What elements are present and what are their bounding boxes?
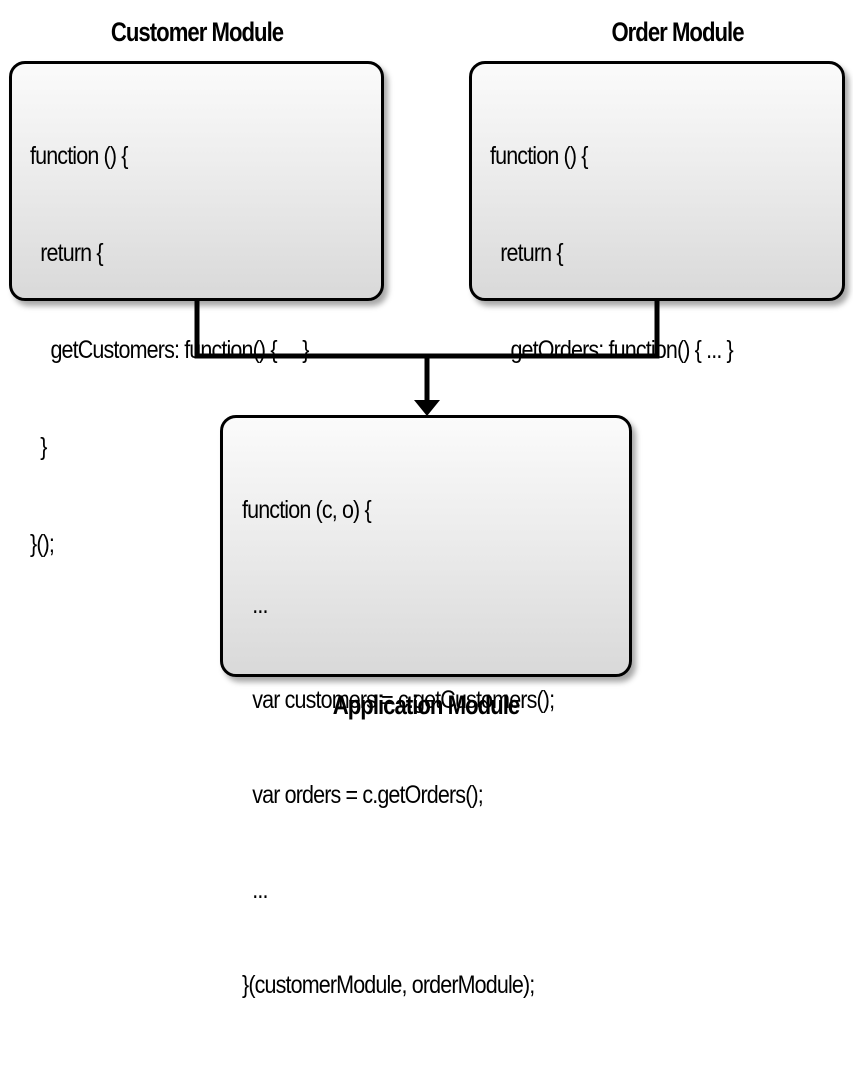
customer-module-box: function () { return { getCustomers: fun… [9,61,384,558]
connector-arrowhead [414,400,440,416]
code-line: } [30,433,47,461]
code-line: getOrders: function() { ... } [490,336,733,364]
code-line: ... [242,876,268,904]
application-module-box: function (c, o) { ... var customers = c.… [220,415,632,999]
code-line: }(); [30,530,55,558]
connector-diagram [194,300,660,416]
customer-module-code: function () { return { getCustomers: fun… [30,84,309,627]
order-module-title: Order Module [611,17,744,47]
code-line: function () { [30,142,128,170]
code-line: function (c, o) { [242,496,372,524]
code-line: }(customerModule, orderModule); [242,971,535,999]
application-module-title: Application Module [332,690,520,720]
code-line: getCustomers: function() { ... } [30,336,309,364]
code-line: return { [30,239,103,267]
code-line: var orders = c.getOrders(); [242,781,484,809]
code-line: function () { [490,142,588,170]
application-module-code: function (c, o) { ... var customers = c.… [242,438,555,1066]
code-line: return { [490,239,563,267]
customer-module-title: Customer Module [110,17,284,47]
order-module-box: function () { return { getOrders: functi… [469,61,845,558]
code-line: ... [242,591,268,619]
code-line: var customers = c.getCustomers(); [242,686,555,714]
